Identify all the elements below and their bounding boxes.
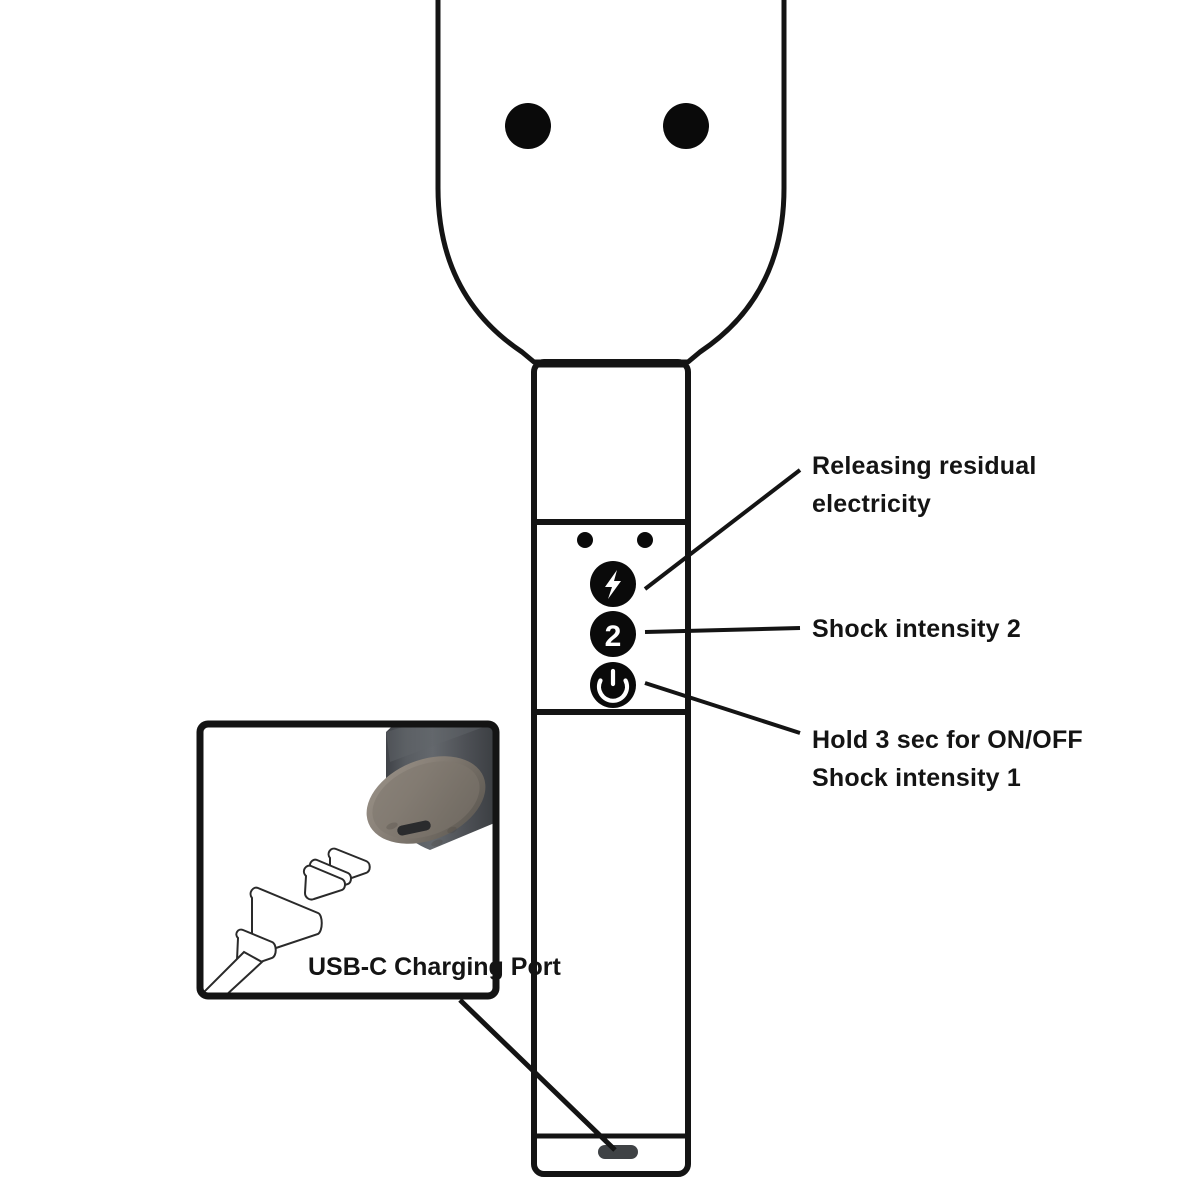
leader-line-power	[644, 681, 801, 735]
electrode-right	[663, 103, 709, 149]
led-indicator-right	[637, 532, 653, 548]
leader-line-discharge	[643, 468, 802, 591]
leader-line-inset	[458, 998, 617, 1152]
inset-panel-border	[196, 720, 500, 1000]
intensity-button[interactable]: 2	[590, 611, 636, 657]
charging-port-opening	[598, 1145, 638, 1159]
device-end-photo	[366, 724, 496, 850]
power-icon	[596, 668, 630, 703]
paddle-head	[435, 0, 787, 365]
number-2-icon: 2	[605, 620, 622, 653]
leader-line-intensity	[644, 626, 801, 634]
callout-discharge: Releasing residual electricity	[812, 452, 1037, 518]
led-indicator-left	[577, 532, 593, 548]
electrode-left	[505, 103, 551, 149]
usb-c-inset-panel: USB-C Charging Port	[196, 720, 561, 1000]
discharge-button[interactable]	[590, 561, 636, 607]
callout-power-line-1: Hold 3 sec for ON/OFF	[812, 726, 1083, 754]
callout-intensity: Shock intensity 2	[812, 615, 1021, 643]
callout-power: Hold 3 sec for ON/OFF Shock intensity 1	[812, 726, 1083, 792]
power-button[interactable]	[590, 662, 636, 708]
inset-caption: USB-C Charging Port	[308, 953, 561, 981]
callout-power-line-2: Shock intensity 1	[812, 764, 1021, 792]
callout-discharge-line-2: electricity	[812, 490, 931, 518]
callout-intensity-line-1: Shock intensity 2	[812, 615, 1021, 643]
handle-body	[531, 359, 691, 1177]
lightning-bolt-icon	[605, 570, 621, 599]
usb-c-slot	[397, 820, 431, 836]
callout-discharge-line-1: Releasing residual	[812, 452, 1037, 480]
